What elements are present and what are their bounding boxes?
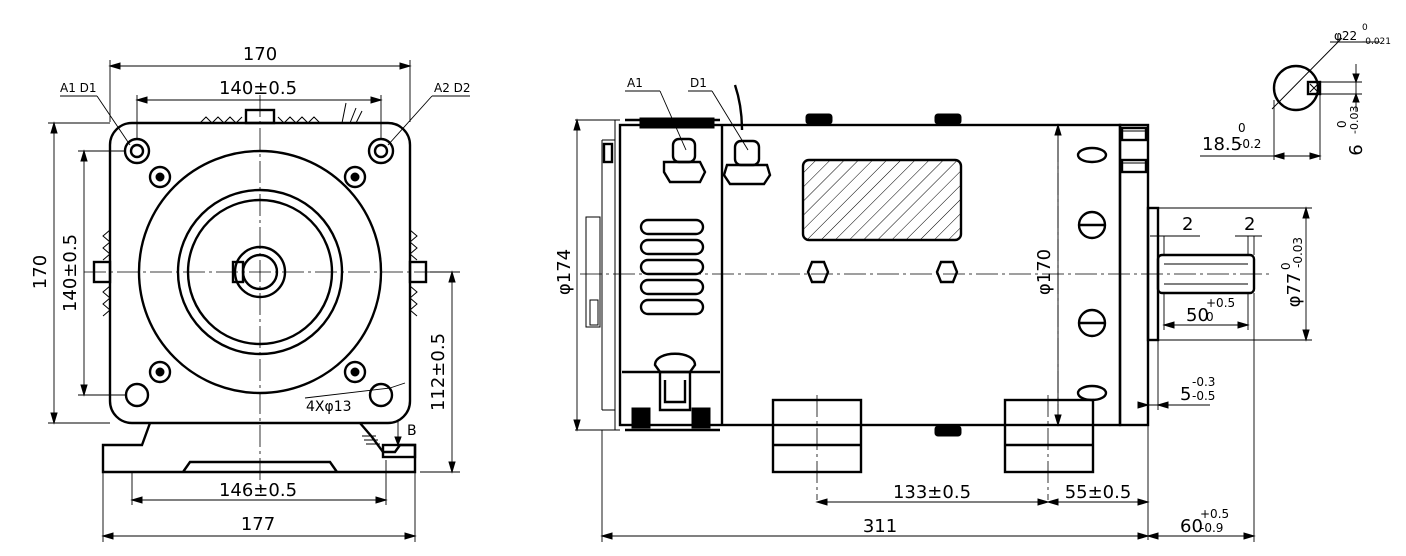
dim-shaft-dia-77-tol-up: 0 bbox=[1279, 262, 1293, 270]
key-shaft-circle bbox=[1272, 64, 1320, 112]
dim-shaft-5-tol-up: -0.3 bbox=[1192, 375, 1215, 389]
key-detail-view: φ22 0 -0.021 18.5 0 -0.2 6 0 -0.03 bbox=[1200, 23, 1391, 160]
dim-key-6: 6 bbox=[1346, 144, 1367, 155]
dim-side-dia-174: φ174 bbox=[554, 249, 575, 295]
dim-front-shaft-height: 112±0.5 bbox=[428, 333, 449, 411]
dim-front-hole-v140: 140±0.5 bbox=[60, 234, 81, 312]
dim-front-width-170: 170 bbox=[243, 44, 277, 65]
front-mount-hole-br bbox=[368, 382, 394, 408]
side-top-bolt-2 bbox=[934, 113, 962, 125]
side-foot-2 bbox=[1003, 398, 1095, 474]
dim-key-18-5-tol-dn: -0.2 bbox=[1238, 137, 1261, 151]
side-bottom-bolt bbox=[934, 425, 962, 437]
dim-key-6-tol-up: 0 bbox=[1335, 120, 1349, 128]
dim-front-foot-146: 146±0.5 bbox=[219, 480, 297, 501]
side-view: φ174 φ170 133±0.5 55±0.5 311 60 +0.5 -0.… bbox=[554, 76, 1312, 542]
dim-shaft-2-left: 2 bbox=[1182, 214, 1193, 235]
dim-shaft-50-tol-dn: 0 bbox=[1206, 310, 1214, 324]
front-bolt-br bbox=[343, 360, 367, 384]
label-b-mark: B bbox=[407, 423, 417, 439]
dim-side-foot-133: 133±0.5 bbox=[893, 482, 971, 503]
side-top-bolt-1 bbox=[805, 113, 833, 125]
front-b-section bbox=[362, 435, 380, 445]
front-right-fins bbox=[409, 229, 418, 317]
label-front-a1d1: A1 D1 bbox=[60, 81, 97, 95]
side-nameplate bbox=[801, 158, 963, 242]
front-bolt-tl bbox=[148, 165, 172, 189]
front-terminal-a2d2 bbox=[367, 137, 395, 165]
front-left-fins bbox=[102, 229, 111, 317]
dim-front-height-170: 170 bbox=[30, 255, 51, 289]
dim-shaft-5-tol-dn: -0.5 bbox=[1192, 389, 1215, 403]
dim-shaft-60-tol-up: +0.5 bbox=[1200, 507, 1229, 521]
front-bolt-bl bbox=[148, 360, 172, 384]
dim-front-hole-140: 140±0.5 bbox=[219, 78, 297, 99]
dim-key-dia-22-tol-dn: -0.021 bbox=[1362, 37, 1391, 47]
dim-key-18-5: 18.5 bbox=[1202, 134, 1242, 155]
dim-shaft-5: 5 bbox=[1180, 384, 1191, 405]
dim-side-length-311: 311 bbox=[863, 516, 897, 537]
dim-key-6-tol-dn: -0.03 bbox=[1348, 106, 1361, 134]
front-top-wire bbox=[341, 102, 363, 124]
front-mount-hole-bl bbox=[124, 382, 150, 408]
front-base-slot bbox=[381, 443, 417, 459]
side-terminal-a1 bbox=[662, 137, 707, 184]
side-terminal-d1 bbox=[722, 84, 772, 186]
front-bolt-tr bbox=[343, 165, 367, 189]
dim-shaft-60-tol-dn: -0.9 bbox=[1200, 521, 1223, 535]
key-slot bbox=[1306, 80, 1322, 96]
side-end-cap bbox=[1118, 123, 1150, 427]
label-side-d1: D1 bbox=[690, 76, 707, 90]
label-front-a2d2: A2 D2 bbox=[434, 81, 471, 95]
label-side-a1: A1 bbox=[627, 76, 643, 90]
dim-shaft-dia-77-tol-dn: -0.03 bbox=[1291, 237, 1305, 268]
dim-shaft-60: 60 bbox=[1180, 516, 1203, 537]
dim-shaft-dia-77: φ77 bbox=[1284, 273, 1305, 308]
dim-key-dia-22-tol-up: 0 bbox=[1362, 23, 1368, 33]
side-shaft bbox=[1156, 253, 1256, 295]
dim-shaft-50: 50 bbox=[1186, 305, 1209, 326]
side-vents bbox=[639, 218, 705, 316]
side-hex-nut-1 bbox=[806, 260, 830, 284]
front-view: 170 140±0.5 170 140±0.5 112±0.5 4Xφ13 bbox=[30, 44, 471, 542]
dim-front-base-177: 177 bbox=[241, 514, 275, 535]
dim-shaft-2-right: 2 bbox=[1244, 214, 1255, 235]
side-brush-clip bbox=[622, 352, 720, 429]
dim-side-foot-55: 55±0.5 bbox=[1065, 482, 1132, 503]
dim-key-dia-22: φ22 bbox=[1334, 29, 1357, 43]
dim-front-holes: 4Xφ13 bbox=[306, 399, 352, 415]
side-hex-nut-2 bbox=[935, 260, 959, 284]
front-base bbox=[101, 422, 417, 474]
dim-shaft-50-tol-up: +0.5 bbox=[1206, 296, 1235, 310]
dim-side-dia-170: φ170 bbox=[1034, 249, 1055, 295]
front-top-fins bbox=[199, 116, 321, 124]
dim-key-18-5-tol-up: 0 bbox=[1238, 121, 1246, 135]
